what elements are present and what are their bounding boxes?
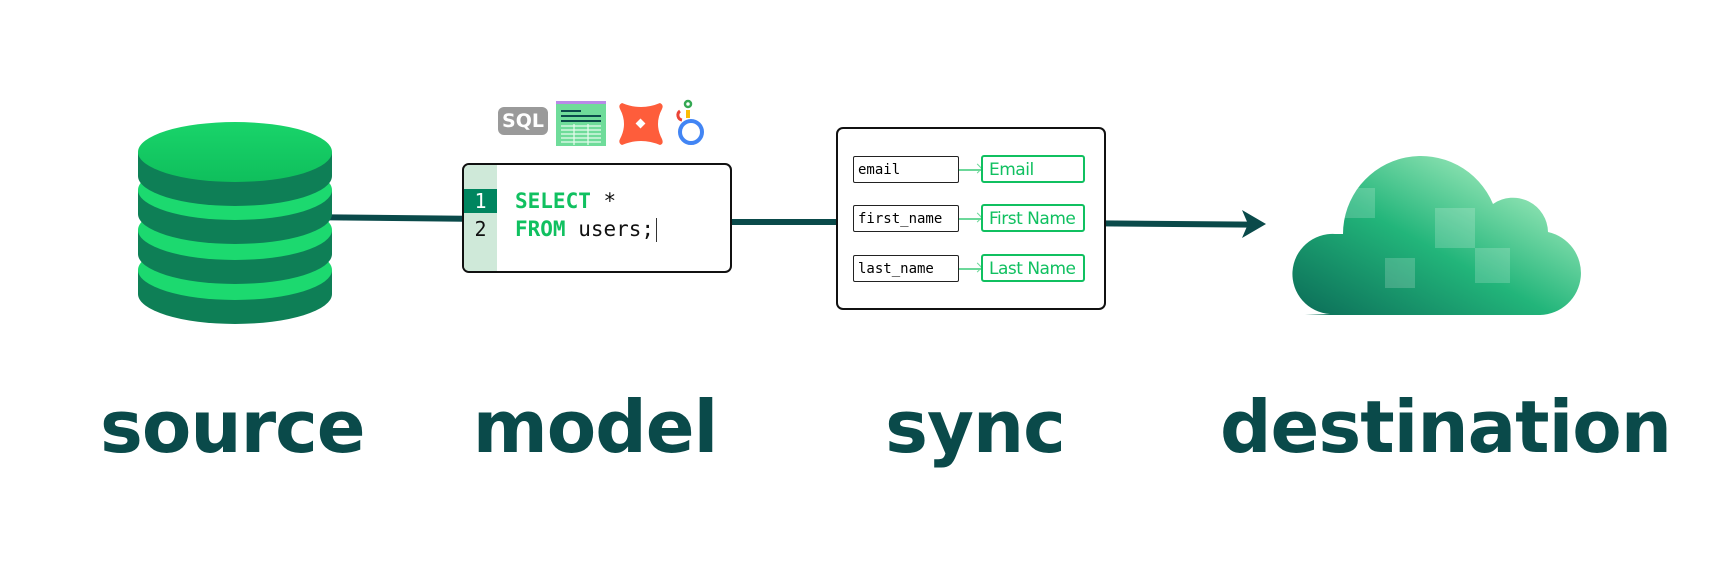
connector-sync-destination	[1101, 220, 1253, 228]
dbt-icon	[619, 103, 663, 145]
arrow-right-icon	[959, 169, 981, 171]
sql-editor[interactable]: 1 2 SELECT * FROM users;	[462, 163, 732, 273]
looker-icon	[676, 99, 704, 145]
sql-icon: SQL	[498, 107, 548, 135]
arrow-right-icon	[959, 218, 981, 220]
line-number: 1	[464, 189, 497, 213]
field-mapping: email Email first_name First Name last_n…	[836, 127, 1106, 310]
text-cursor	[656, 218, 658, 242]
spreadsheet-icon	[556, 101, 606, 146]
line-number: 2	[474, 217, 487, 241]
connector-model-sync	[728, 219, 838, 225]
connector-source-model	[319, 214, 465, 222]
database-icon	[138, 122, 332, 324]
destination-field: Email	[981, 155, 1085, 183]
arrowhead-icon	[1242, 210, 1266, 238]
sql-keyword: SELECT	[515, 189, 591, 213]
code-line: FROM users;	[515, 217, 658, 242]
code-line: SELECT *	[515, 189, 616, 213]
arrow-right-icon	[959, 268, 981, 270]
destination-field: Last Name	[981, 254, 1085, 282]
source-field: email	[853, 156, 959, 183]
destination-field: First Name	[981, 204, 1085, 232]
sql-text: *	[590, 189, 617, 213]
stage-label-sync: sync	[885, 385, 1066, 469]
sql-text: users;	[565, 217, 655, 241]
sql-keyword: FROM	[515, 217, 566, 241]
stage-label-destination: destination	[1220, 385, 1672, 469]
stage-label-model: model	[472, 385, 719, 469]
source-field: last_name	[853, 255, 959, 282]
source-field: first_name	[853, 205, 959, 232]
line-gutter	[464, 165, 497, 271]
stage-label-source: source	[100, 385, 366, 469]
cloud-icon	[1292, 156, 1581, 315]
